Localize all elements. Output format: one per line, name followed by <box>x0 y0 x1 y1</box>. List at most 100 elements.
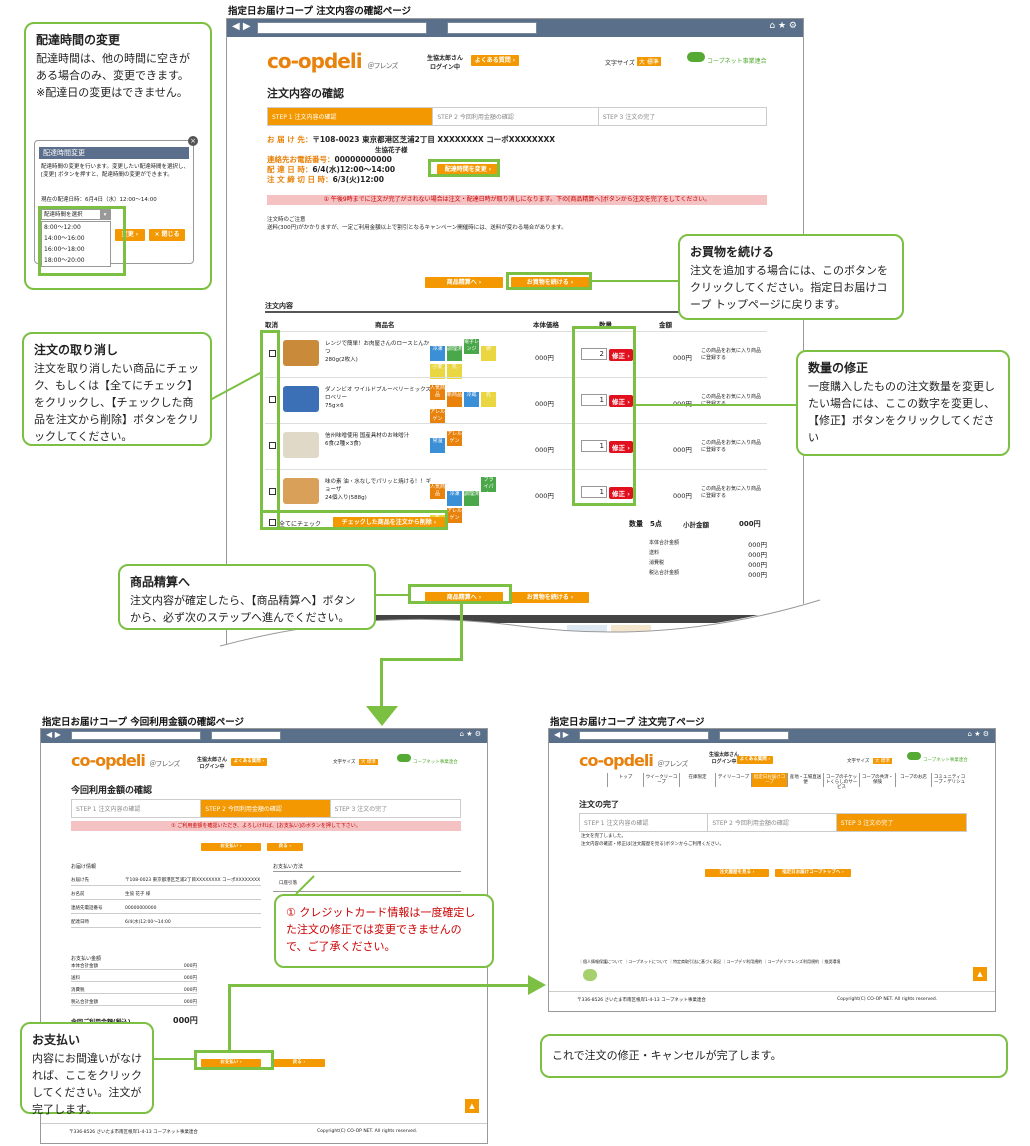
checkout-button[interactable]: 商品精算へ › <box>425 592 503 603</box>
favorite-link[interactable]: この商品をお気に入り商品に登録する <box>701 440 762 453</box>
top-page-button[interactable]: 指定日お届けコープトップへ › <box>775 869 851 877</box>
product-name[interactable]: ダノンビオ ワイルドブルーベリーミックス ロベリー 75g×6 <box>325 387 431 409</box>
menu-item[interactable]: 指定日お届けコープ <box>751 773 787 787</box>
check-all-box[interactable] <box>269 519 276 526</box>
page-top-button[interactable]: ▲ <box>973 967 987 981</box>
font-size-toggle[interactable]: 大 標準 <box>359 759 378 765</box>
price: 000円 <box>535 492 554 500</box>
browser-tab[interactable] <box>719 731 789 740</box>
font-size-label: 文字サイズ <box>605 60 635 67</box>
coopdeli-logo[interactable]: co-opdeli ＠フレンズ <box>267 49 398 73</box>
cancel-checkbox[interactable] <box>269 396 276 403</box>
menu-item[interactable]: コープのチケットくらしのサービス <box>823 773 859 790</box>
address-bar[interactable] <box>579 731 709 740</box>
pay-button-top[interactable]: お支払い › <box>201 843 261 851</box>
quantity-input[interactable]: 1 <box>581 440 607 452</box>
coopdeli-logo[interactable]: co-opdeli ＠フレンズ <box>71 751 180 770</box>
close-icon[interactable]: × <box>188 136 198 146</box>
home-star-gear-icon[interactable]: ⌂ ★ ⚙ <box>967 730 989 738</box>
tag-badge: 乳 <box>481 392 496 407</box>
history-button[interactable]: 注文履歴を見る › <box>705 869 769 877</box>
footer-links[interactable]: ｜個人情報保護について ｜コープネットについて ｜特定商取引法に基づく表記 ｜コ… <box>579 959 841 964</box>
tag-badge: 人気商品 <box>430 385 446 400</box>
product-name[interactable]: 信州味噌使用 国産具材のお味噌汁 6食(2種×3食) <box>325 433 410 447</box>
callout-cancel: 注文の取り消し注文を取り消したい商品にチェック、もしくは【全てにチェック】をクリ… <box>22 332 212 446</box>
page-title: 注文内容の確認 <box>267 87 344 100</box>
product-name[interactable]: レンジで簡単！お肉屋さんのロースとんかつ 280g(2枚入) <box>325 341 430 363</box>
font-size-toggle[interactable]: 大 標準 <box>637 57 661 66</box>
coopnet-label: コープネット事業連合 <box>707 58 767 65</box>
faq-button[interactable]: よくある質問 › <box>737 756 773 764</box>
amount: 000円 <box>673 492 692 500</box>
product-image[interactable] <box>283 432 319 458</box>
product-image[interactable] <box>283 386 319 412</box>
product-tags: 人気商品新商品冷蔵乳アレルゲン <box>429 384 513 425</box>
fix-button[interactable]: 修正 › <box>609 441 633 453</box>
checkout-button-top[interactable]: 商品精算へ › <box>425 277 503 288</box>
menu-item[interactable]: 在庫限定 <box>679 773 715 787</box>
table-row: 信州味噌使用 国産具材のお味噌汁 6食(2種×3食) 常温アレルゲン 000円 … <box>265 423 767 469</box>
page-top-button[interactable]: ▲ <box>465 1099 479 1113</box>
amount-title: お支払い金額 <box>71 956 102 962</box>
back-forward-icon[interactable]: ◀ ▶ <box>46 730 61 739</box>
favorite-link[interactable]: この商品をお気に入り商品に登録する <box>701 486 762 499</box>
font-size-label: 文字サイズ <box>847 759 870 764</box>
menu-item[interactable]: デイリーコープ <box>715 773 751 787</box>
fix-button[interactable]: 修正 › <box>609 395 633 407</box>
popup-close-button[interactable]: × 閉じる <box>149 229 185 241</box>
connector-line <box>376 594 408 596</box>
tag-badge: 冷凍 <box>447 491 462 506</box>
change-time-button[interactable]: 配達時間を変更 › <box>437 164 499 175</box>
back-button-top[interactable]: 戻る › <box>267 843 303 851</box>
cancel-checkbox[interactable] <box>269 488 276 495</box>
address-bar[interactable] <box>71 731 201 740</box>
menu-item[interactable]: コミュニティコープ・デリシュ <box>931 773 967 787</box>
favorite-link[interactable]: この商品をお気に入り商品に登録する <box>701 348 762 361</box>
warning-banner: ① ご利用金額を確認いただき、よろしければ、[お支払い]のボタンを押して下さい。 <box>71 821 461 831</box>
product-image[interactable] <box>283 340 319 366</box>
cancel-checkbox[interactable] <box>269 350 276 357</box>
back-forward-icon[interactable]: ◀ ▶ <box>554 730 569 739</box>
tag-badge: 乳 <box>447 364 462 379</box>
home-star-gear-icon[interactable]: ⌂ ★ ⚙ <box>459 730 481 738</box>
back-forward-icon[interactable]: ◀ ▶ <box>232 21 251 32</box>
product-image[interactable] <box>283 478 319 504</box>
menu-item[interactable]: トップ <box>607 773 643 787</box>
browser-tab[interactable] <box>447 22 537 34</box>
bl-caption: 指定日お届けコープ 今回利用金額の確認ページ <box>42 717 245 728</box>
quantity-input[interactable]: 2 <box>581 348 607 360</box>
continue-button-bottom[interactable]: お買物を続ける › <box>511 592 589 603</box>
cancel-checkbox[interactable] <box>269 442 276 449</box>
fix-button[interactable]: 修正 › <box>609 349 633 361</box>
faq-button[interactable]: よくある質問 › <box>231 758 267 766</box>
fix-button[interactable]: 修正 › <box>609 487 633 499</box>
browser-tab[interactable] <box>211 731 281 740</box>
popup-change-button[interactable]: 変更 › <box>115 229 145 241</box>
order-section-title: 注文内容 <box>265 302 293 310</box>
coopdeli-logo[interactable]: co-opdeli ＠フレンズ <box>579 751 688 770</box>
time-select[interactable]: 配達時間を選択▾ <box>41 209 111 220</box>
summary-label: 本体合計金額 <box>649 540 680 546</box>
product-name[interactable]: 味の素 油・水なしでパリッと焼ける！！ギョーザ 24個入り(588g) <box>325 479 432 501</box>
tag-badge: アレルゲン <box>447 508 463 523</box>
menu-item[interactable]: 産地・工場直送便 <box>787 773 823 787</box>
back-button[interactable]: 戻る › <box>273 1059 325 1067</box>
highlight-change-time <box>428 159 500 177</box>
font-size-toggle[interactable]: 大 標準 <box>873 758 892 764</box>
amount: 000円 <box>673 446 692 454</box>
menu-item[interactable]: ウイークリーコープ <box>643 773 679 787</box>
menu-item[interactable]: コープのお店 <box>895 773 931 787</box>
quantity-input[interactable]: 1 <box>581 394 607 406</box>
check-all-label[interactable]: 全てにチェック <box>279 521 322 528</box>
address-bar[interactable] <box>257 22 427 34</box>
quantity-input[interactable]: 1 <box>581 486 607 498</box>
delete-checked-button[interactable]: チェックした商品を注文から削除 › <box>333 517 445 528</box>
menu-item[interactable]: コープの共済・保険 <box>859 773 895 787</box>
home-star-gear-icon[interactable]: ⌂ ★ ⚙ <box>769 21 797 31</box>
faq-button[interactable]: よくある質問 › <box>471 55 519 66</box>
pay-button[interactable]: お支払い › <box>201 1059 261 1067</box>
continue-button-top[interactable]: お買物を続ける › <box>511 277 589 288</box>
